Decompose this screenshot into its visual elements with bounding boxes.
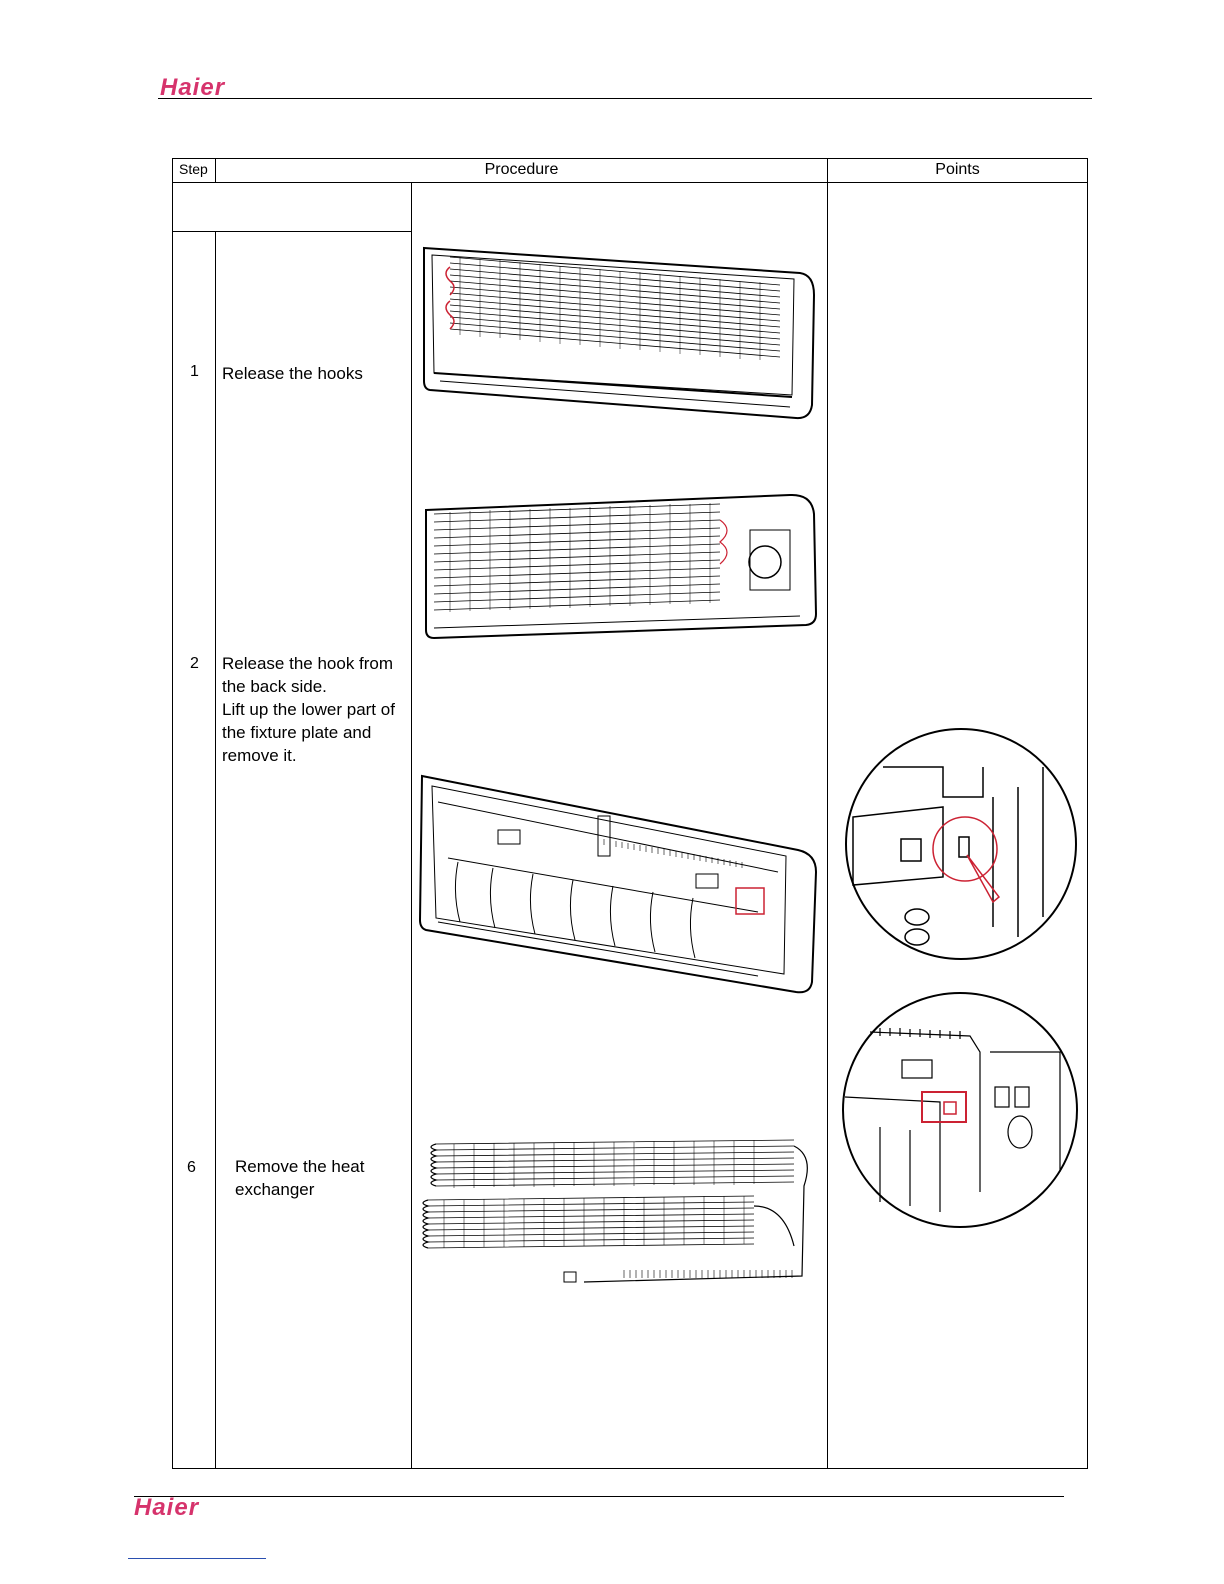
step-1-text: Release the hooks: [222, 362, 363, 385]
step-2-line: the back side.: [222, 675, 412, 698]
header-step: Step: [179, 161, 208, 177]
footer-rule: [134, 1496, 1064, 1497]
header-rule: [158, 98, 1092, 99]
illustration-heat-exchanger: [414, 1136, 818, 1292]
step-6-line: Remove the heat: [235, 1155, 364, 1178]
illustration-back-side: [420, 490, 820, 640]
header-points: Points: [828, 161, 1087, 179]
step-2-line: remove it.: [222, 744, 412, 767]
step-6-text: Remove the heat exchanger: [235, 1155, 364, 1201]
step-6-line: exchanger: [235, 1178, 364, 1201]
illustration-fixture-plate: [418, 772, 820, 998]
footer-link-underline[interactable]: [128, 1558, 266, 1559]
detail-fixture-closeup: [840, 992, 1080, 1228]
illustration-release-hooks: [420, 245, 820, 425]
header-procedure: Procedure: [216, 161, 827, 179]
step-2-line: the fixture plate and: [222, 721, 412, 744]
step-2-line: Release the hook from: [222, 652, 412, 675]
step-2-line: Lift up the lower part of: [222, 698, 412, 721]
step-6-number: 6: [187, 1159, 196, 1177]
step-2-text: Release the hook from the back side. Lif…: [222, 652, 412, 767]
step-2-number: 2: [190, 655, 199, 673]
step-1-number: 1: [190, 363, 199, 381]
detail-hook-closeup: [843, 727, 1079, 961]
footer-logo: Haier: [134, 1494, 199, 1522]
